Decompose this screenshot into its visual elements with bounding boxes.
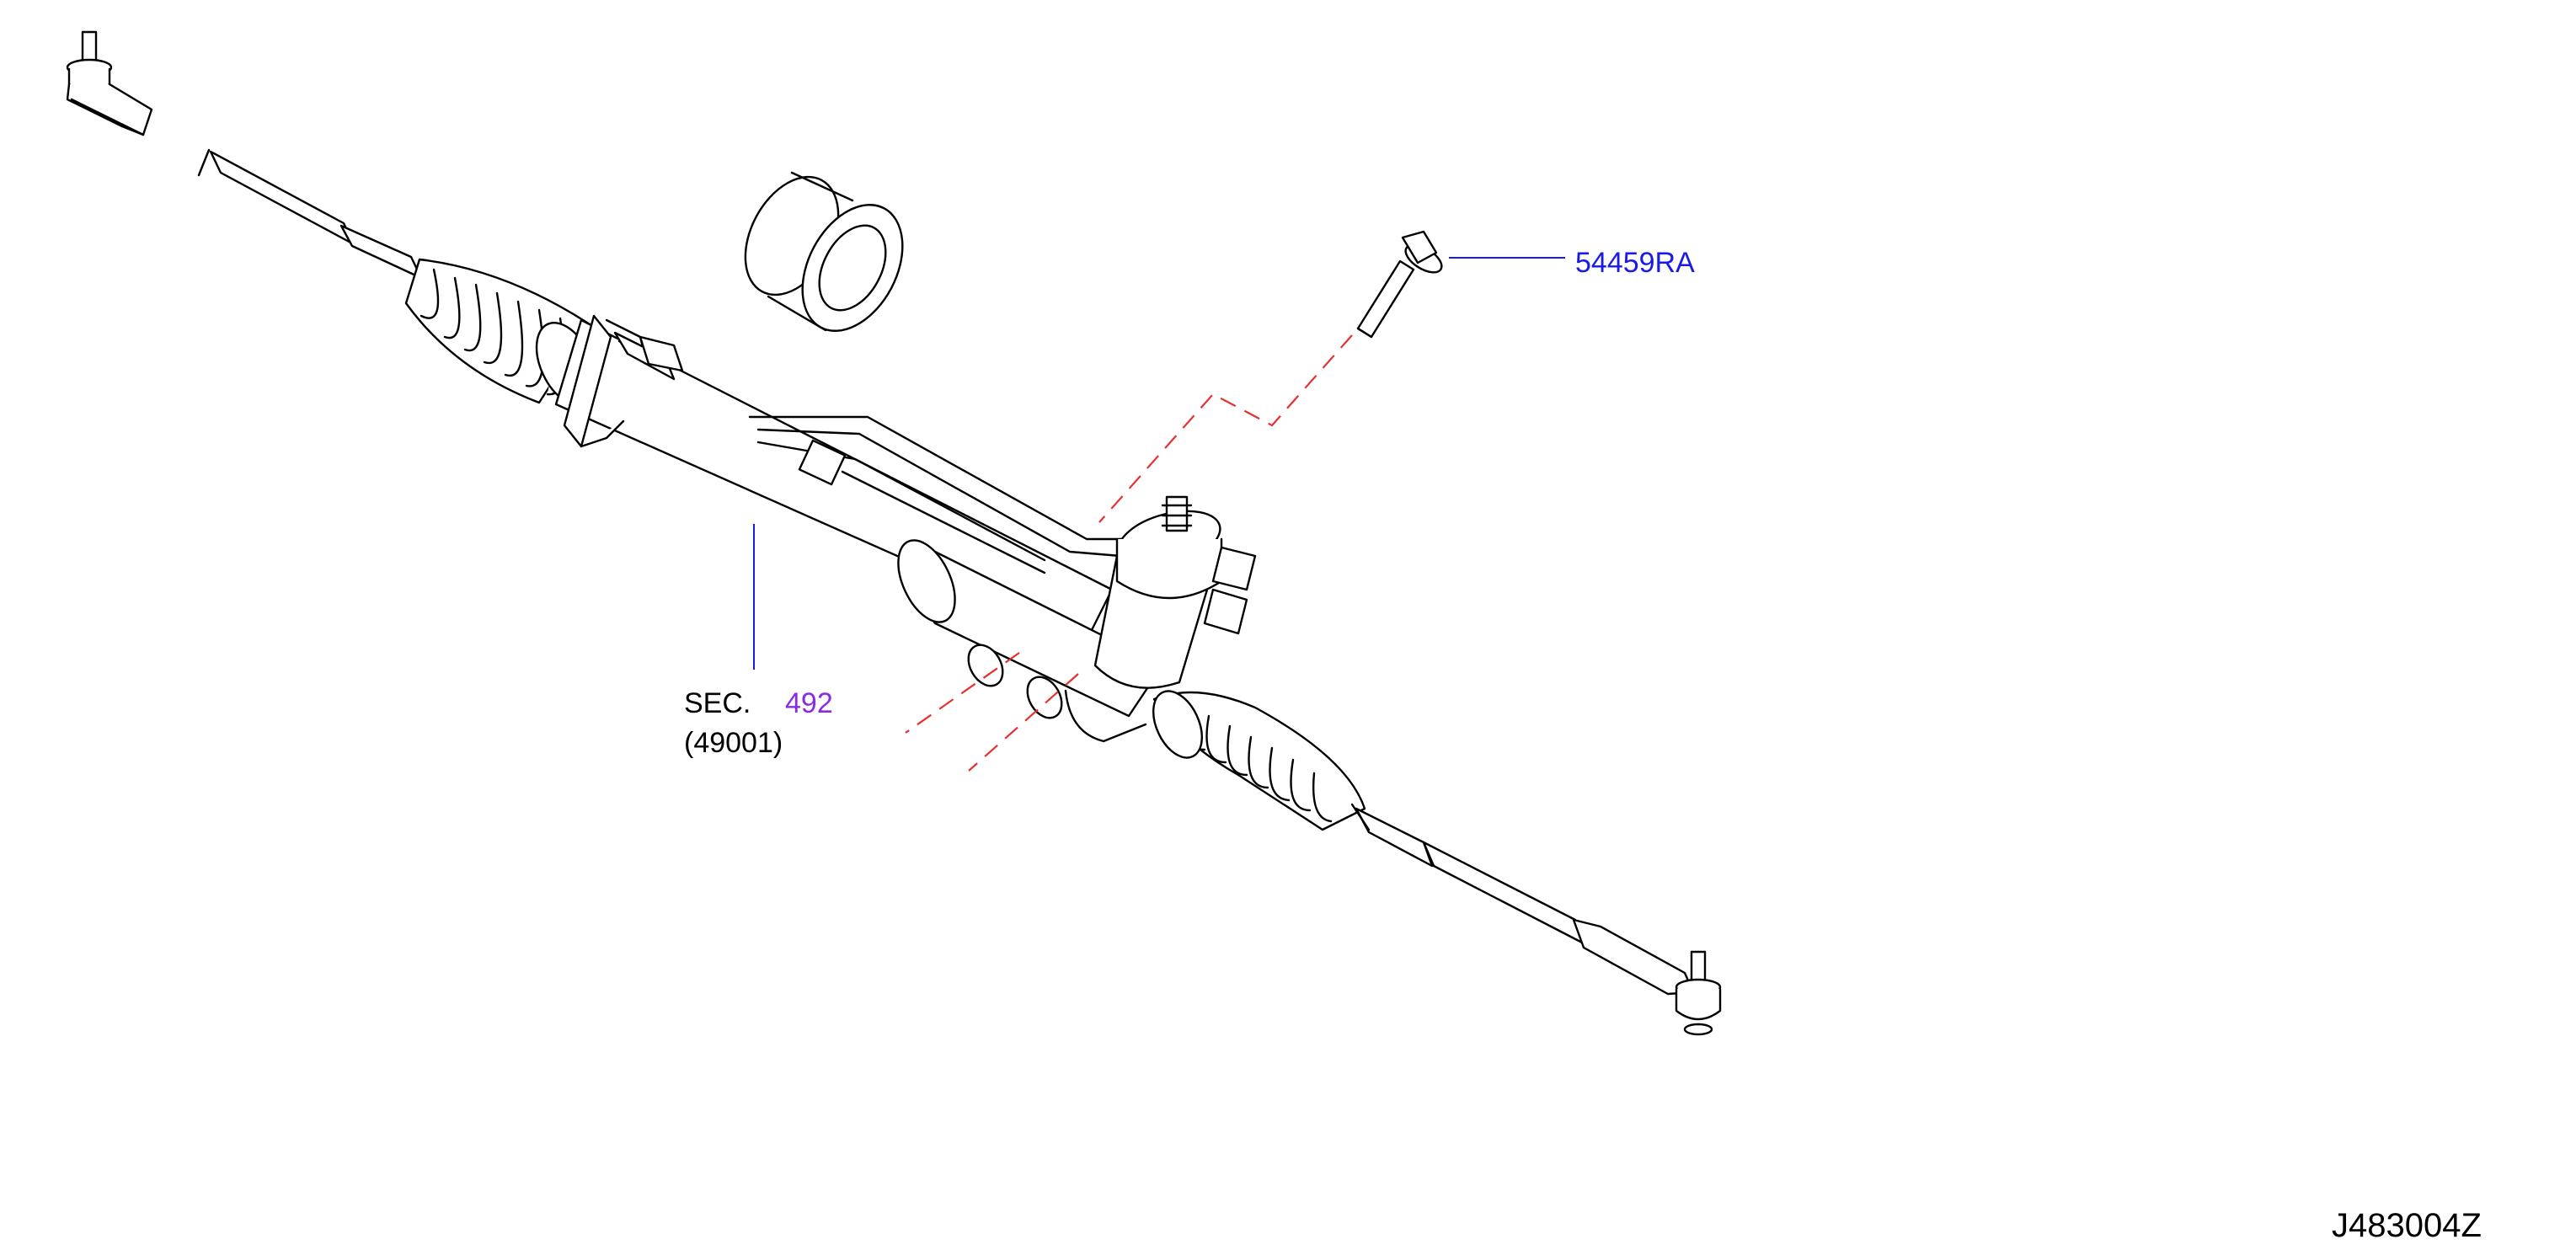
section-number-link[interactable]: 492 bbox=[785, 687, 833, 719]
left-tie-rod bbox=[197, 148, 423, 280]
leader-lines bbox=[753, 257, 1565, 670]
phantom-lines bbox=[905, 334, 1353, 772]
mounting-clamp bbox=[563, 314, 684, 448]
section-prefix-label: SEC. bbox=[684, 687, 751, 719]
section-reference-label: (49001) bbox=[684, 727, 783, 759]
right-boot bbox=[1152, 690, 1366, 831]
pinion-valve-housing bbox=[1093, 495, 1257, 689]
figure-code-label: J483004Z bbox=[2332, 1207, 2482, 1244]
mounting-bolt bbox=[1356, 230, 1443, 339]
right-tie-rod-end bbox=[1572, 918, 1722, 1036]
left-tie-rod-end bbox=[66, 30, 153, 136]
hydraulic-lines bbox=[748, 415, 1130, 574]
bolt-part-number-link[interactable]: 54459RA bbox=[1575, 247, 1695, 279]
mount-bushing bbox=[744, 171, 904, 332]
right-tie-rod bbox=[1350, 803, 1585, 945]
